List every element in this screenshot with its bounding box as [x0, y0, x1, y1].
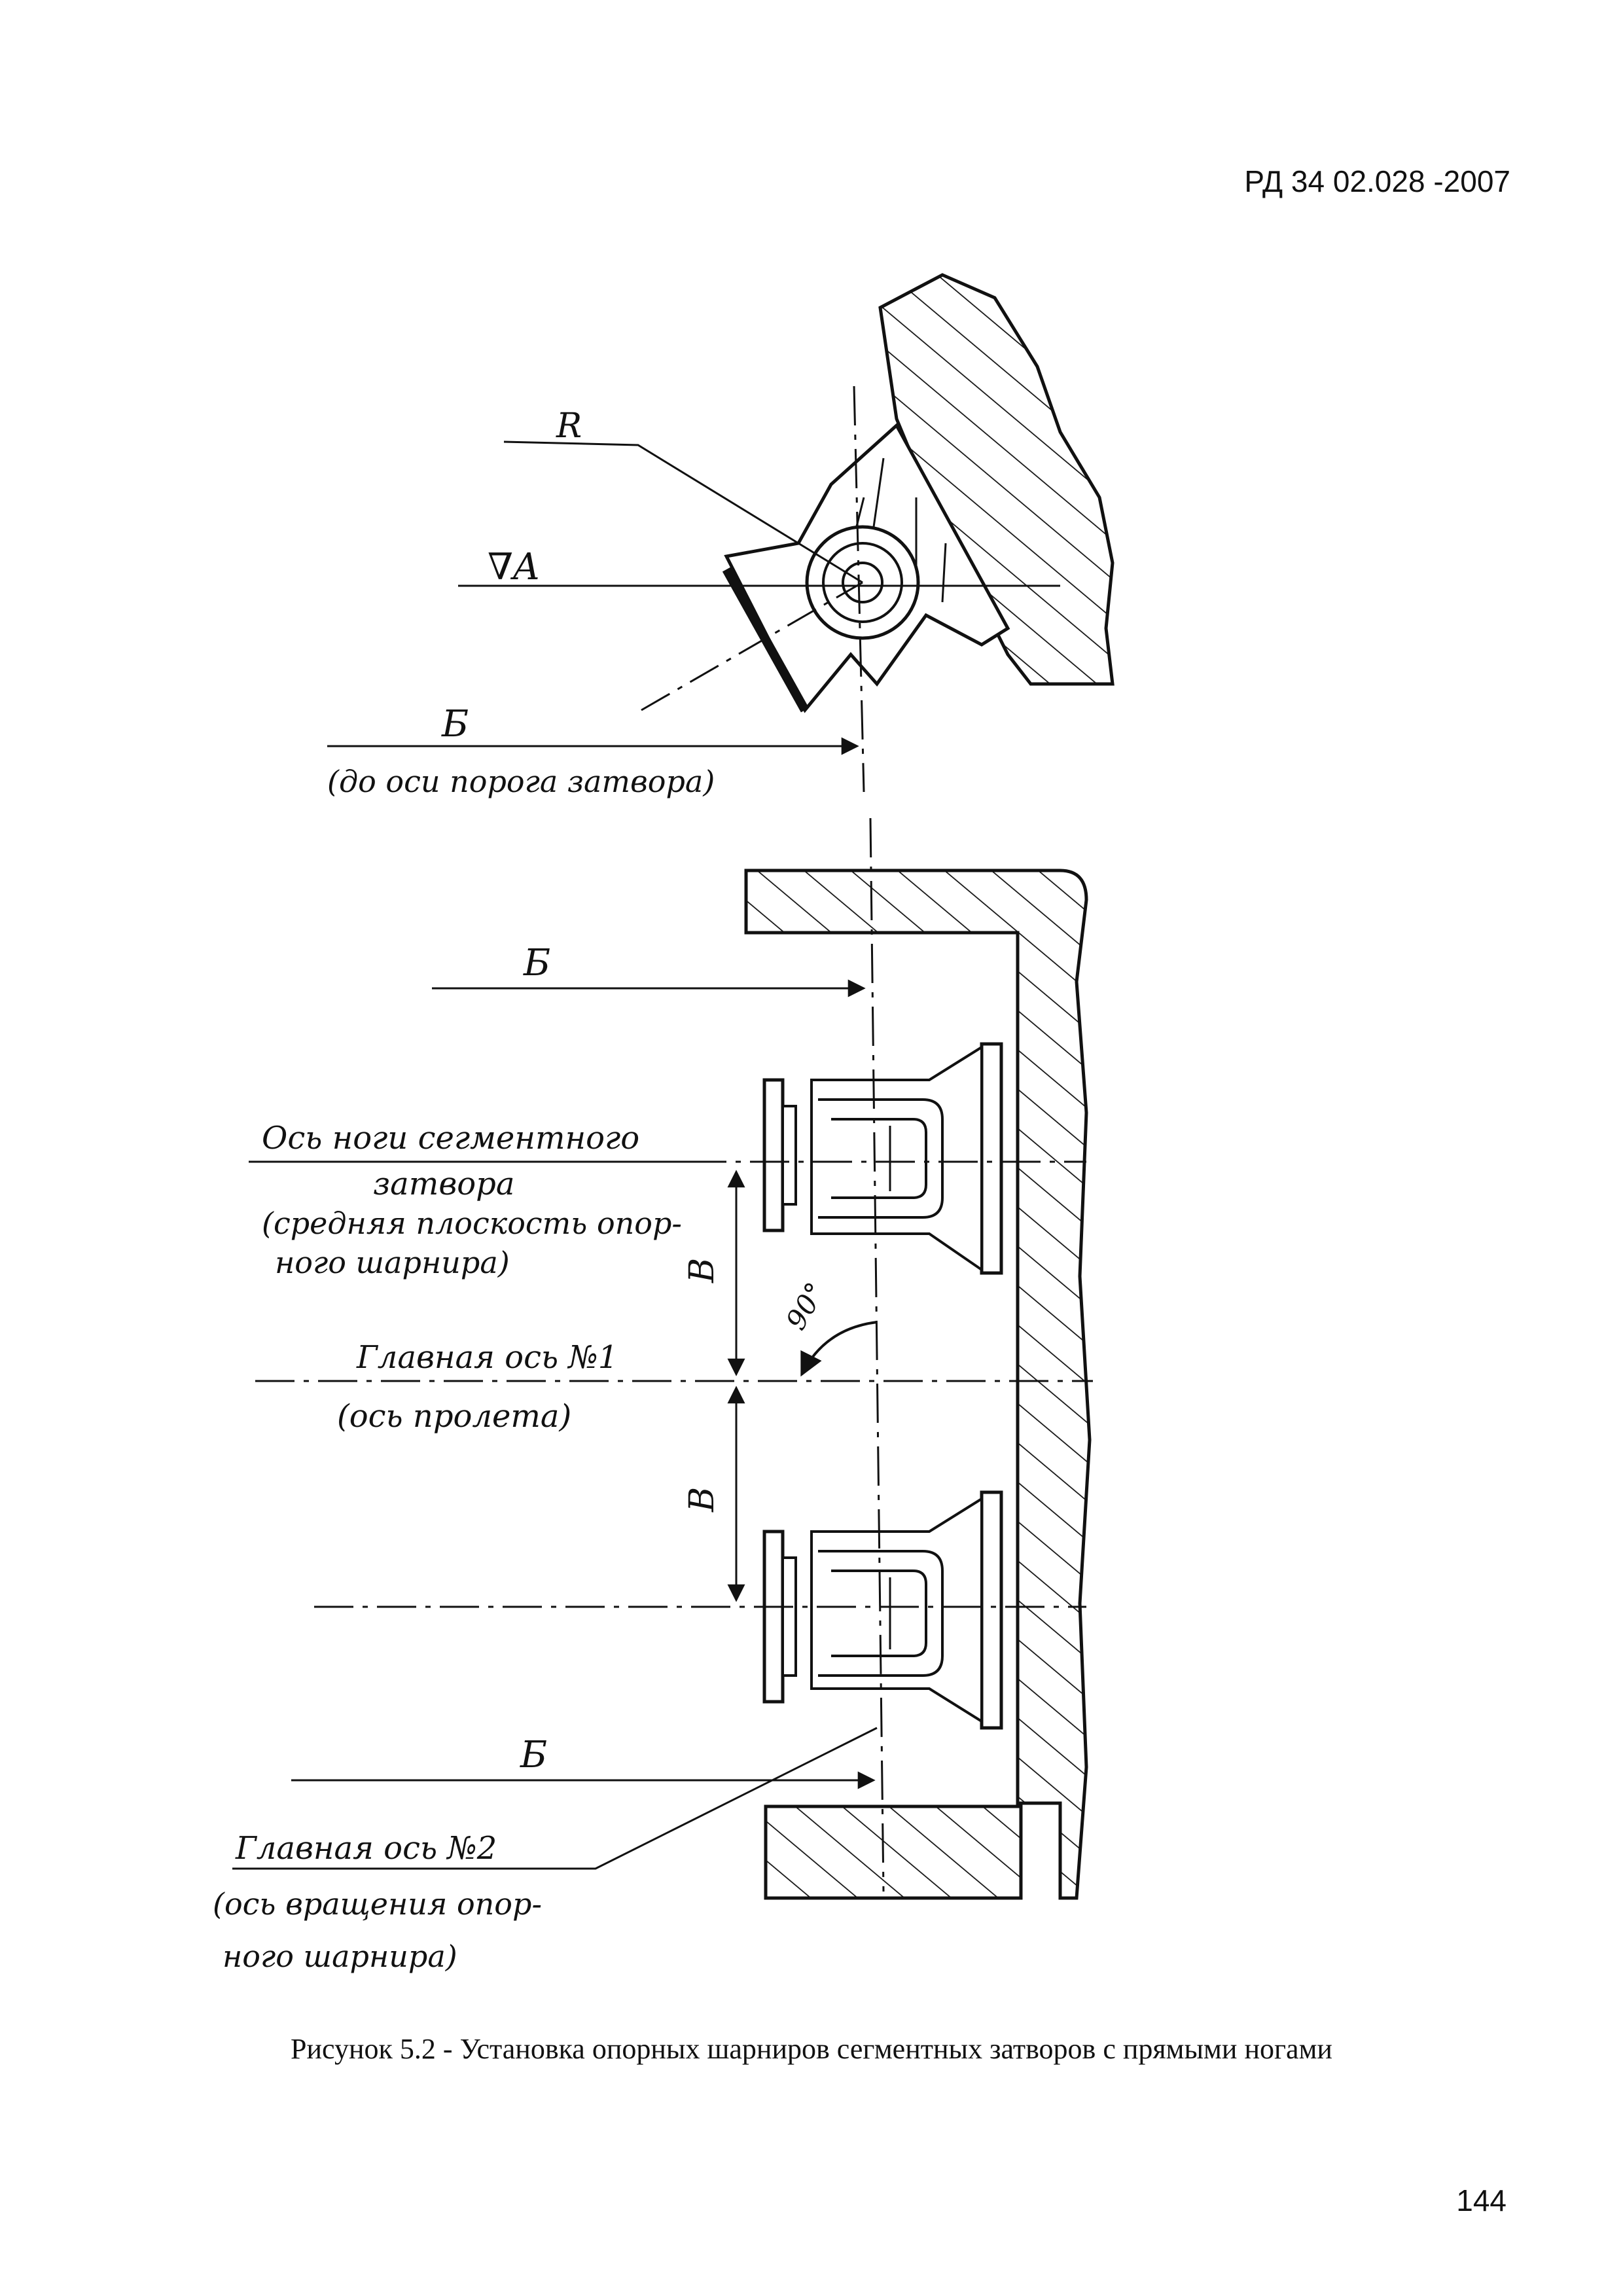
- label-b-top-note: (до оси порога затвора): [327, 764, 715, 799]
- label-v-lower: В: [683, 1487, 722, 1513]
- label-main-axis-1-line2: (ось пролета): [337, 1398, 571, 1435]
- label-level-a: ∇A: [488, 546, 540, 588]
- label-angle: 90°: [779, 1277, 832, 1335]
- document-code: РД 34 02.028 -2007: [1244, 164, 1510, 198]
- vertical-axis-top: [853, 386, 865, 793]
- leader-main-axis-2: [232, 1727, 878, 1870]
- top-section-view: R ∇A Б (до оси порога затвора): [327, 273, 1115, 799]
- label-b-top: Б: [441, 703, 469, 745]
- right-angle-arc: [800, 1321, 878, 1377]
- figure-caption: Рисунок 5.2 - Установка опорных шарниров…: [291, 2033, 1332, 2065]
- label-main-axis-1-line1: Главная ось №1: [356, 1339, 618, 1376]
- label-main-axis-2-line1: Главная ось №2: [235, 1830, 497, 1867]
- label-leg-axis-1: Ось ноги сегментного: [262, 1120, 639, 1157]
- bottom-slab-plan: [764, 1804, 1023, 1900]
- label-v-upper: В: [683, 1258, 722, 1283]
- upper-hinge-assembly: [762, 1042, 1003, 1275]
- r-leader: [503, 440, 863, 584]
- plan-view: Б Ось ноги сегментного затвора (средняя …: [213, 817, 1093, 1974]
- label-b-bottom: Б: [520, 1734, 547, 1776]
- page-number: 144: [1456, 2183, 1507, 2217]
- label-main-axis-2-line2: (ось вращения опор-: [213, 1886, 542, 1922]
- label-leg-axis-3: (средняя плоскость опор-: [262, 1206, 682, 1241]
- main-axis-2-line: [869, 817, 885, 1892]
- label-b-mid: Б: [523, 942, 550, 984]
- lower-hinge-assembly: [762, 1490, 1003, 1730]
- label-leg-axis-2: затвора: [373, 1166, 515, 1202]
- label-main-axis-2-line3: ного шарнира): [223, 1939, 457, 1974]
- hinge-pin-circle: [842, 562, 883, 603]
- gate-leg-plate: [722, 567, 810, 713]
- hinge-mid-circle: [822, 542, 903, 623]
- label-r: R: [556, 406, 582, 446]
- label-leg-axis-4: ного шарнира): [275, 1245, 510, 1280]
- bracket-ribs: [843, 457, 947, 603]
- gate-radius-axis: [641, 581, 863, 711]
- concrete-wall-plan: [744, 869, 1092, 1900]
